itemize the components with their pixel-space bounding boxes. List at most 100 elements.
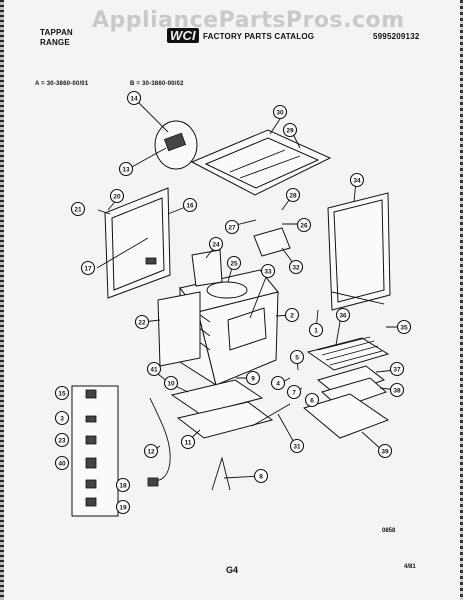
callout-38: 38 [389,382,405,398]
callout-label: 40 [58,460,66,467]
callout-12: 12 [143,443,159,459]
callout-label: 35 [400,324,408,331]
callout-22: 22 [134,314,150,330]
callout-37: 37 [389,361,405,377]
plug-drawing [147,477,159,487]
callout-25: 25 [226,255,242,271]
scan-edge-right [460,0,463,600]
callout-label: 28 [289,192,297,199]
callout-label: 26 [300,222,308,229]
catalog-title: FACTORY PARTS CATALOG [203,32,315,41]
callout-label: 29 [286,127,294,134]
brand-label: TAPPAN RANGE [40,28,73,48]
drawer-panel-drawing [176,401,274,439]
callout-label: 20 [113,193,121,200]
callout-2: 2 [284,307,300,323]
callout-label: 24 [212,241,220,248]
diagram-code: 0858 [382,528,396,534]
callout-label: 21 [74,206,82,213]
callout-35: 35 [396,319,412,335]
catalog-number: 5995209132 [373,32,420,41]
page-number: G4 [226,565,239,575]
callout-28: 28 [285,187,301,203]
callout-8: 8 [253,468,269,484]
callout-13: 13 [118,161,134,177]
terminal-cover-drawing [253,227,291,257]
callout-5: 5 [289,349,305,365]
brand-line-2: RANGE [40,38,70,47]
callout-9: 9 [245,370,261,386]
callout-11: 11 [180,434,196,450]
callout-label: 27 [228,224,236,231]
callout-3: 3 [54,410,70,426]
callout-31: 31 [289,438,305,454]
callout-34: 34 [349,172,365,188]
callout-7: 7 [286,384,302,400]
callout-24: 24 [208,236,224,252]
callout-6: 6 [304,392,320,408]
back-panel-drawing [104,187,171,299]
callout-label: 4 [276,380,280,387]
callout-30: 30 [272,104,288,120]
oven-rack-drawing [306,336,390,371]
callout-label: 8 [259,473,263,480]
callout-label: 25 [230,260,238,267]
scan-edge-left [0,0,4,600]
control-knob-drawing [154,120,198,170]
callout-label: 18 [119,482,127,489]
callout-label: 2 [290,312,294,319]
cooktop-drawing [190,129,332,196]
callout-label: 36 [339,312,347,319]
oven-door-drawing [302,393,390,439]
callout-1: 1 [308,322,324,338]
burner-drawing [191,249,248,299]
callout-17: 17 [80,260,96,276]
callout-label: 22 [138,319,146,326]
callout-33: 33 [260,263,276,279]
callout-20: 20 [109,188,125,204]
small-part-glyphs [85,389,97,507]
side-panel-drawing [327,192,391,311]
callout-label: 5 [295,354,299,361]
callout-label: 15 [58,390,66,397]
small-parts-box [71,385,119,517]
watermark: AppliancePartsPros.com [92,8,405,33]
callout-label: 23 [58,437,66,444]
callout-label: 12 [147,448,155,455]
callout-36: 36 [335,307,351,323]
model-b-label: B = 30-3860-00/02 [130,81,184,87]
callout-label: 39 [381,448,389,455]
callout-label: 17 [84,265,92,272]
callout-label: 32 [292,264,300,271]
callout-10: 10 [163,375,179,391]
callout-14: 14 [126,90,142,106]
brand-line-1: TAPPAN [40,28,73,37]
callout-16: 16 [182,197,198,213]
model-a-label: A = 30-3860-00/01 [35,81,89,87]
callout-15: 15 [54,385,70,401]
callout-label: 10 [167,380,175,387]
callout-label: 13 [122,166,130,173]
callout-4: 4 [270,375,286,391]
power-cord-drawing [149,397,171,481]
wci-logo: WCI [167,28,199,43]
callout-label: 37 [393,366,401,373]
callout-41: 41 [146,361,162,377]
callout-23: 23 [54,432,70,448]
callout-label: 7 [292,389,296,396]
callout-label: 1 [314,327,318,334]
callout-18: 18 [115,477,131,493]
heating-element-drawing [211,456,231,491]
callout-label: 3 [60,415,64,422]
callout-label: 14 [130,95,138,102]
rod-drawing [251,403,291,427]
callout-label: 11 [185,439,192,446]
callout-label: 16 [186,202,194,209]
callout-27: 27 [224,219,240,235]
callout-label: 19 [119,504,127,511]
callout-40: 40 [54,455,70,471]
revision-date: 4/81 [404,564,416,570]
